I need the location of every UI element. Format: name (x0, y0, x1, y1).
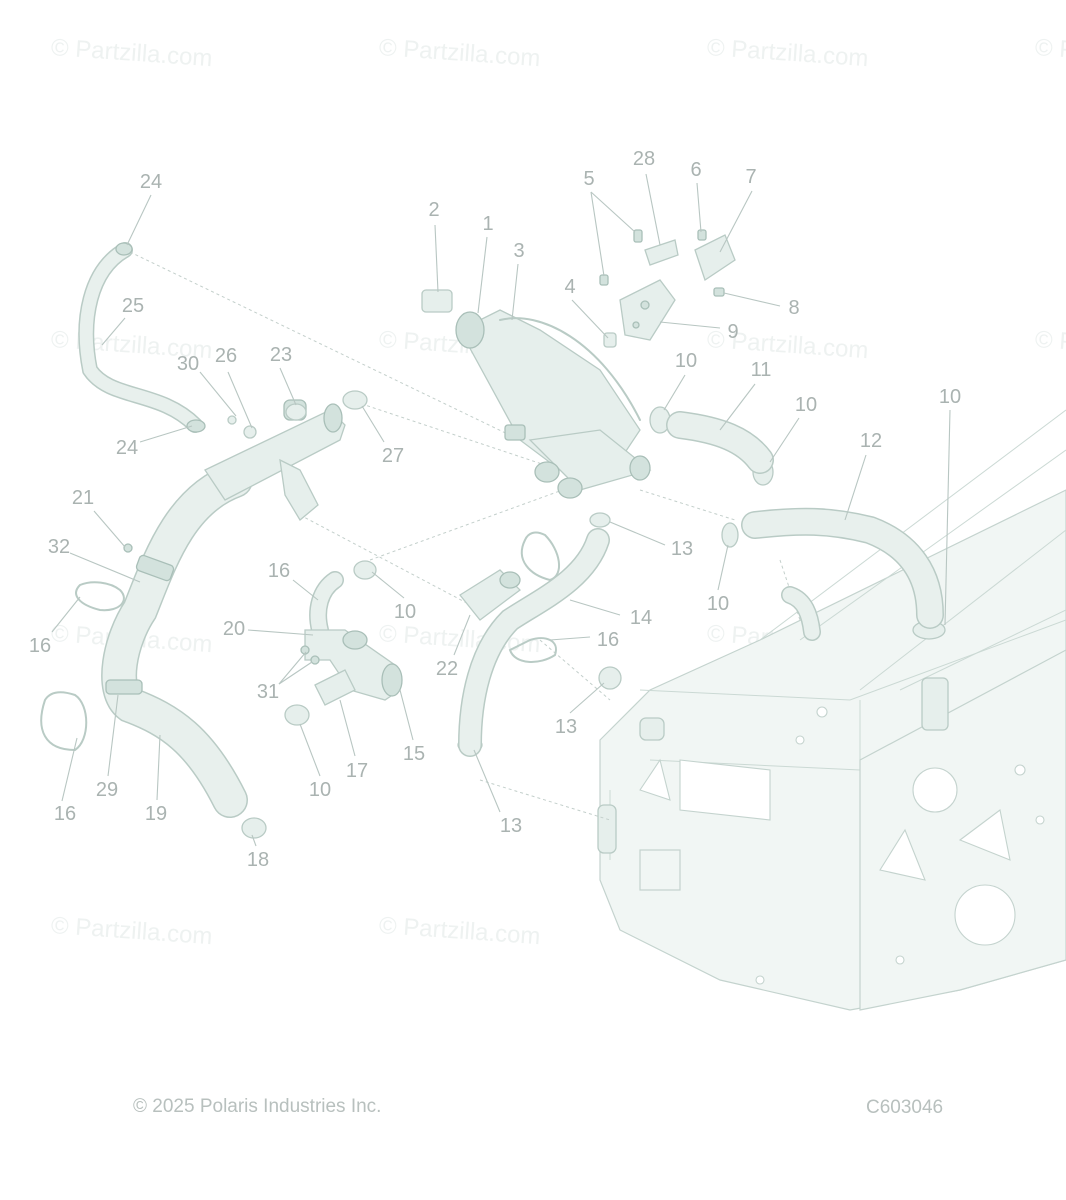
callout-number: 20 (222, 618, 246, 640)
callout-number: 21 (71, 487, 95, 509)
callout-number: 1 (482, 213, 494, 235)
callout-number: 10 (308, 779, 332, 801)
diagram-code: C603046 (866, 1097, 944, 1118)
callout-number: 18 (246, 849, 270, 871)
callout-number: 25 (121, 295, 145, 317)
elbow-fitting (781, 586, 821, 641)
callout-number: 8 (788, 297, 800, 319)
callout-number: 31 (256, 681, 280, 703)
outlet-manifold (204, 399, 346, 521)
callout-number: 15 (402, 743, 426, 765)
callout-number: 17 (345, 760, 369, 782)
chassis-frame (597, 409, 1066, 1011)
callout-number: 10 (794, 394, 818, 416)
callout-number: 23 (269, 344, 293, 366)
callout-number: 13 (499, 815, 523, 837)
callout-number: 10 (674, 350, 698, 372)
callout-number: 27 (381, 445, 405, 467)
callout-number: 11 (750, 359, 772, 381)
callout-number: 13 (670, 538, 694, 560)
bypass-hose (78, 242, 206, 433)
callout-number: 9 (727, 321, 739, 343)
callout-number: 2 (428, 199, 440, 221)
thermostat-housing (300, 571, 403, 706)
callout-number: 24 (115, 437, 139, 459)
callout-number: 22 (435, 658, 459, 680)
callout-number: 16 (28, 635, 52, 657)
callout-number: 7 (745, 166, 757, 188)
callout-number: 26 (214, 345, 238, 367)
callout-number: 32 (47, 536, 71, 558)
hose-12 (741, 507, 944, 629)
callout-number: 10 (938, 386, 962, 408)
callout-number: 28 (632, 148, 656, 170)
hose-14 (458, 528, 610, 757)
callout-number: 16 (596, 629, 620, 651)
callout-number: 10 (393, 601, 417, 623)
callout-number: 5 (583, 168, 595, 190)
water-pump-housing (421, 289, 652, 499)
hose-11 (666, 411, 774, 474)
callout-number: 4 (564, 276, 576, 298)
callout-number: 13 (554, 716, 578, 738)
callout-number: 3 (513, 240, 525, 262)
callout-number: 10 (706, 593, 730, 615)
callout-number: 16 (267, 560, 291, 582)
callout-number: 12 (859, 430, 883, 452)
callout-number: 24 (139, 171, 163, 193)
callout-number: 14 (629, 607, 653, 629)
copyright-notice: © 2025 Polaris Industries Inc. (133, 1096, 382, 1117)
leader-lines (51, 173, 951, 847)
main-left-hose (101, 462, 253, 818)
callout-number: 16 (53, 803, 77, 825)
bracket-and-fasteners (599, 229, 736, 348)
callout-number: 19 (144, 803, 168, 825)
callout-number: 6 (690, 159, 702, 181)
callout-number: 29 (95, 779, 119, 801)
sensor-housing-22 (459, 569, 521, 621)
callout-number: 30 (176, 353, 200, 375)
